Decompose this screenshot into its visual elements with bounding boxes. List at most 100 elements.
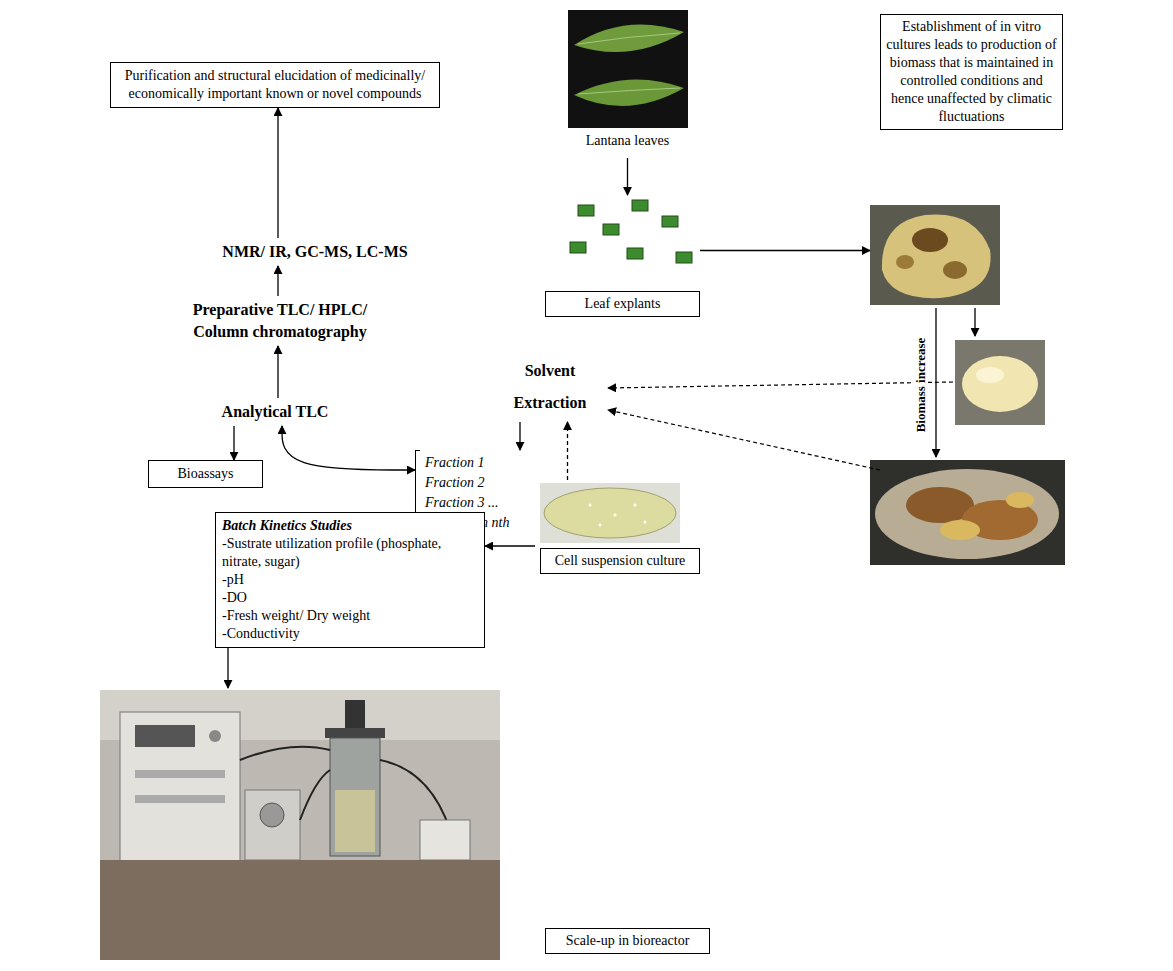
process-box: Bioassays bbox=[148, 460, 263, 488]
connector-arrow bbox=[277, 266, 278, 296]
photo-ground bbox=[870, 205, 1000, 305]
cell-dot bbox=[599, 524, 602, 527]
callus-patch bbox=[896, 255, 914, 269]
connector-arrow bbox=[277, 346, 278, 398]
node-text: -DO bbox=[222, 589, 478, 607]
node-text: Bioassays bbox=[155, 465, 256, 483]
node-text: Purification and structural elucidation … bbox=[117, 67, 433, 103]
explant bbox=[603, 224, 619, 235]
flask-base bbox=[875, 469, 1059, 559]
dashed-arrow bbox=[608, 382, 953, 388]
cell-dot bbox=[644, 521, 647, 524]
process-box: Batch Kinetics Studies-Sustrate utilizat… bbox=[215, 512, 485, 648]
photo-ground bbox=[870, 460, 1065, 565]
callus bbox=[962, 356, 1038, 412]
box-heading: Batch Kinetics Studies bbox=[222, 517, 478, 535]
node-text: Scale-up in bioreactor bbox=[550, 932, 705, 950]
pump bbox=[245, 790, 300, 860]
culture bbox=[335, 790, 375, 852]
node-text: Solvent Extraction bbox=[500, 355, 600, 419]
callus bbox=[882, 214, 991, 298]
node-text: Fraction 2 bbox=[425, 473, 540, 493]
knob bbox=[209, 730, 221, 742]
explant bbox=[676, 252, 692, 263]
node-text: NMR/ IR, GC-MS, LC-MS bbox=[190, 241, 440, 263]
photo-ground bbox=[100, 690, 500, 960]
node-text: -pH bbox=[222, 571, 478, 589]
explant bbox=[578, 205, 594, 216]
cell-dot bbox=[614, 514, 617, 517]
vessel bbox=[330, 738, 380, 856]
tube bbox=[300, 770, 330, 820]
panel-slot bbox=[135, 795, 225, 803]
node-text: -Fresh weight/ Dry weight bbox=[222, 607, 478, 625]
connector-arrow bbox=[485, 545, 535, 546]
step-label: NMR/ IR, GC-MS, LC-MS bbox=[190, 238, 440, 266]
node-text: -Sustrate utilization profile (phosphate… bbox=[222, 535, 478, 571]
leaf bbox=[574, 79, 684, 105]
leaf bbox=[574, 24, 684, 52]
leaf-midrib bbox=[578, 33, 680, 44]
leaf-midrib bbox=[578, 88, 680, 94]
step-label: Solvent Extraction bbox=[500, 352, 600, 422]
arrow-label: Biomass increase bbox=[913, 336, 928, 435]
connector-arrow bbox=[277, 108, 278, 238]
image-node: Lantana leaves bbox=[560, 8, 695, 158]
photo-ground bbox=[568, 10, 688, 128]
explant bbox=[627, 248, 643, 259]
node-text: Fraction 3 ... bbox=[425, 493, 540, 513]
image-node: Cell suspension culture bbox=[535, 480, 705, 580]
motor bbox=[345, 700, 365, 730]
explant bbox=[570, 242, 586, 253]
caption-box: Scale-up in bioreactor bbox=[545, 928, 710, 954]
image-node: Scale-up in bioreactor bbox=[95, 688, 715, 963]
photo-ground bbox=[540, 483, 680, 543]
process-box: Purification and structural elucidation … bbox=[110, 62, 440, 108]
controller bbox=[120, 712, 240, 862]
callus-patch bbox=[912, 228, 948, 252]
connector-arrow bbox=[700, 250, 870, 251]
node-text: Cell suspension culture bbox=[545, 552, 695, 570]
vessel-lid bbox=[325, 728, 385, 738]
image-node: Leaf explants bbox=[545, 195, 700, 320]
suspension bbox=[544, 488, 676, 538]
connector-arrow bbox=[227, 648, 228, 688]
caption-box: Cell suspension culture bbox=[540, 548, 700, 574]
connector-arrow bbox=[233, 426, 234, 460]
node-text: Establishment of in vitro cultures leads… bbox=[885, 18, 1058, 126]
explant bbox=[662, 216, 678, 227]
image-node: Establishment of in vitro cultures leads… bbox=[870, 14, 1065, 306]
callus-patch bbox=[940, 520, 980, 540]
step-label: Preparative TLC/ HPLC/ Column chromatogr… bbox=[180, 296, 380, 346]
bottle bbox=[420, 820, 470, 860]
node-text: Leaf explants bbox=[550, 295, 695, 313]
connector-arrow bbox=[567, 422, 568, 480]
step-label: Analytical TLC bbox=[205, 398, 345, 426]
bench bbox=[100, 860, 500, 960]
node-text: Analytical TLC bbox=[205, 401, 345, 423]
pump-head bbox=[260, 803, 284, 827]
arrow bbox=[974, 308, 975, 336]
node-text: Preparative TLC/ HPLC/ Column chromatogr… bbox=[180, 299, 380, 343]
connector-arrow bbox=[282, 426, 415, 470]
tube bbox=[240, 747, 330, 760]
callus-patch bbox=[1006, 492, 1034, 508]
caption-box: Establishment of in vitro cultures leads… bbox=[880, 14, 1063, 130]
panel-slot bbox=[135, 770, 225, 778]
callus-highlight bbox=[976, 367, 1004, 383]
node-text: Fraction 1 bbox=[425, 453, 540, 473]
connector-arrow bbox=[519, 422, 520, 450]
node-text: -Conductivity bbox=[222, 625, 478, 643]
callus-patch bbox=[943, 261, 967, 279]
cell-dot bbox=[589, 504, 592, 507]
photo-ground bbox=[955, 340, 1045, 425]
caption-box: Leaf explants bbox=[545, 291, 700, 317]
display bbox=[135, 725, 195, 747]
explant bbox=[632, 200, 648, 211]
caption: Lantana leaves bbox=[560, 132, 695, 150]
dashed-arrow bbox=[608, 410, 880, 470]
cell-dot bbox=[634, 504, 637, 507]
